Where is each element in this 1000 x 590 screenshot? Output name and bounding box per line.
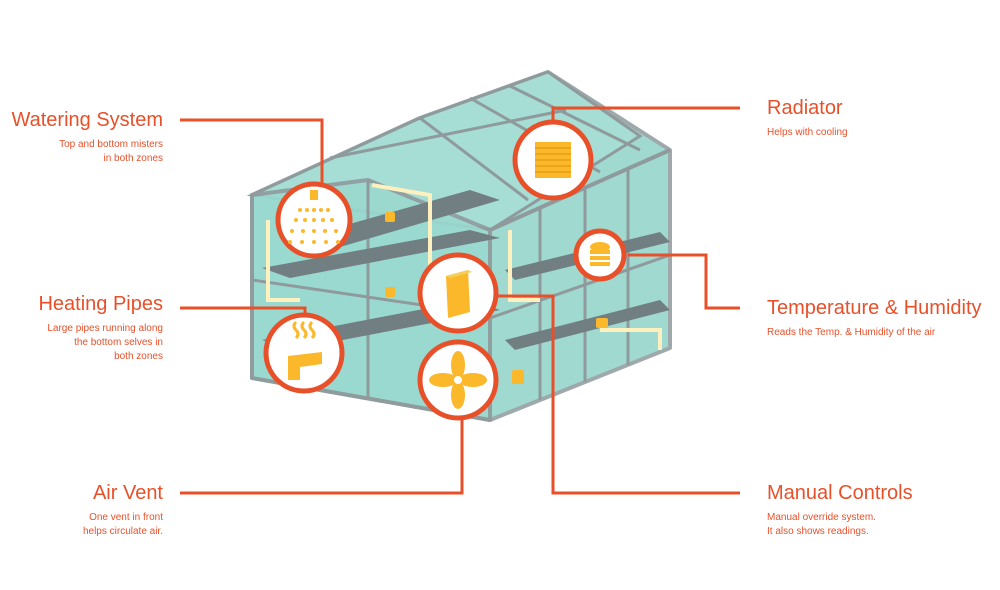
label-manual-controls: Manual Controls Manual override system. … bbox=[767, 481, 987, 539]
watering-connector bbox=[180, 118, 324, 185]
fan-icon bbox=[417, 339, 499, 421]
airvent-title: Air Vent bbox=[92, 482, 163, 504]
sprinkler-icon bbox=[275, 181, 353, 259]
connector-lines bbox=[180, 106, 740, 495]
label-heating-pipes: Heating Pipes Large pipes running along … bbox=[0, 292, 163, 364]
manual-connector bbox=[495, 294, 740, 495]
icon-circles bbox=[263, 119, 627, 421]
control-panel-icon bbox=[417, 252, 499, 334]
temp-desc: Reads the Temp. & Humidity of the air bbox=[767, 327, 936, 338]
sensor-icon bbox=[573, 228, 627, 282]
label-temperature-humidity: Temperature & Humidity Reads the Temp. &… bbox=[767, 296, 992, 340]
manual-desc: Manual override system. It also shows re… bbox=[767, 512, 876, 537]
shelf bbox=[300, 190, 500, 250]
shelf bbox=[505, 300, 670, 350]
watering-desc: Top and bottom misters in both zones bbox=[59, 139, 163, 164]
radiator-desc: Helps with cooling bbox=[767, 127, 848, 138]
radiator-connector bbox=[551, 106, 740, 125]
label-radiator: Radiator Helps with cooling bbox=[767, 96, 987, 140]
label-watering-system: Watering System Top and bottom misters i… bbox=[0, 108, 163, 166]
airvent-desc: One vent in front helps circulate air. bbox=[82, 512, 163, 537]
radiator-title: Radiator bbox=[767, 97, 843, 119]
label-air-vent: Air Vent One vent in front helps circula… bbox=[0, 481, 163, 539]
airvent-connector bbox=[180, 415, 464, 495]
radiator-icon bbox=[512, 119, 594, 201]
manual-title: Manual Controls bbox=[767, 482, 913, 504]
watering-title: Watering System bbox=[11, 109, 163, 131]
heating-pipe-icon bbox=[263, 312, 345, 394]
temp-connector bbox=[628, 253, 740, 310]
heating-title: Heating Pipes bbox=[38, 293, 163, 315]
temp-title: Temperature & Humidity bbox=[767, 297, 982, 319]
shelf bbox=[262, 230, 500, 278]
heating-desc: Large pipes running along the bottom sel… bbox=[47, 323, 163, 362]
